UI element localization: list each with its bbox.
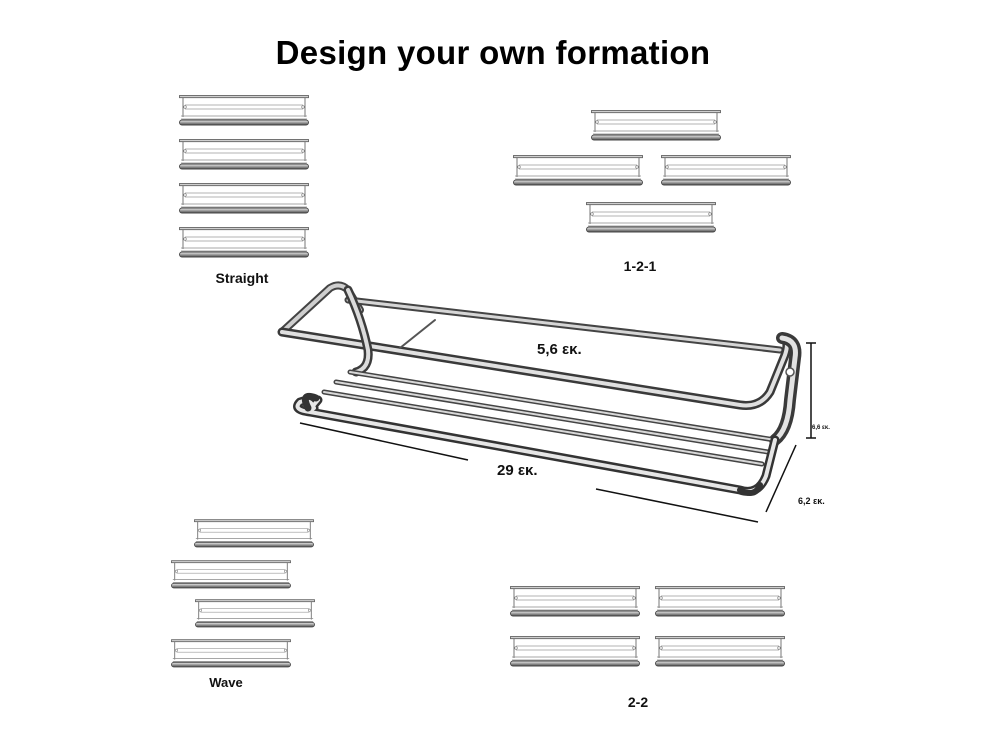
rack-image bbox=[655, 586, 785, 618]
rack-image bbox=[510, 636, 640, 668]
dimension-height-top: 6,6 εκ. bbox=[812, 425, 830, 431]
rack-image bbox=[583, 202, 719, 234]
rack-image bbox=[179, 139, 309, 171]
dimension-height-bottom: 6,2 εκ. bbox=[798, 496, 825, 506]
dimension-depth: 5,6 εκ. bbox=[537, 341, 582, 358]
rack-image bbox=[655, 636, 785, 668]
rack-image bbox=[179, 183, 309, 215]
rack-image bbox=[171, 638, 291, 670]
rack-image bbox=[588, 110, 724, 142]
rack-image bbox=[179, 227, 309, 259]
formation-label-2-2: 2-2 bbox=[627, 694, 649, 710]
rack-image bbox=[171, 559, 291, 591]
rack-image bbox=[179, 95, 309, 127]
rack-image bbox=[195, 598, 315, 630]
rack-image bbox=[510, 586, 640, 618]
towel-rack-drawing bbox=[277, 281, 816, 523]
formation-label-straight: Straight bbox=[215, 270, 269, 286]
rack-image bbox=[510, 155, 646, 187]
page-title: Design your own formation bbox=[275, 34, 711, 71]
dimension-width: 29 εκ. bbox=[497, 462, 538, 479]
formation-label-wave: Wave bbox=[209, 675, 243, 690]
rack-image bbox=[194, 518, 314, 550]
rack-image bbox=[658, 155, 794, 187]
formation-label-1-2-1: 1-2-1 bbox=[623, 258, 657, 274]
